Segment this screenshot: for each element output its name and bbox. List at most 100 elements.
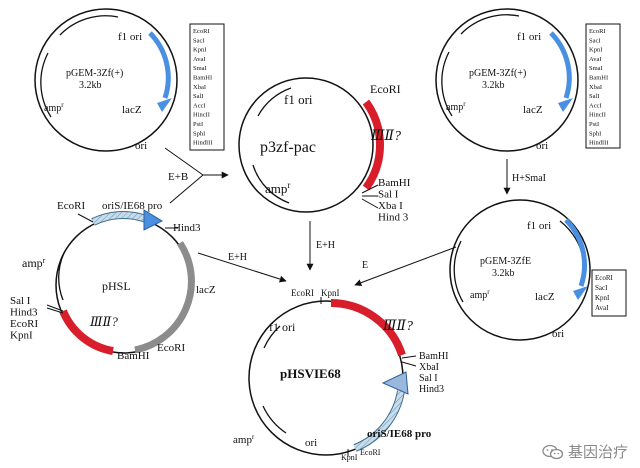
plasmid-backbone xyxy=(449,199,591,341)
insert-label: ⅢⅡ? xyxy=(89,314,118,329)
insert-arc xyxy=(362,99,384,191)
site-label: Sal I xyxy=(378,189,399,201)
ecori-top-label: EcoRI xyxy=(57,200,85,212)
oris-arrowhead xyxy=(143,209,164,231)
site-label: AccI xyxy=(589,102,602,109)
mcs-site-list: EcoRISacIKpnIAvaISmaIBamHIXbaISalIAccIHi… xyxy=(589,28,609,147)
arrow-e-h-center-label: E+H xyxy=(316,240,335,251)
ori-label: ori xyxy=(135,140,147,152)
plasmid-phsl: EcoRI oriS/IE68 pro Hind3 ampr pHSL lacZ… xyxy=(10,200,216,362)
oris-label: oriS/IE68 pro xyxy=(102,200,163,212)
amp-gene-marker xyxy=(58,252,65,301)
plasmid-name: pGEM-3Zf(+) xyxy=(469,68,526,79)
amp-label: amp xyxy=(44,103,61,114)
amp-label: amp xyxy=(470,290,487,301)
amp-label: amp xyxy=(233,434,252,446)
ecori-label: EcoRI xyxy=(370,82,401,96)
site-label: KpnI xyxy=(193,47,206,54)
mcs-box xyxy=(585,23,621,149)
amp-label: amp xyxy=(22,256,43,270)
lacz-label: lacZ xyxy=(196,284,216,296)
kpni-top-label: KpnI xyxy=(321,288,340,298)
arrow-e: E xyxy=(354,246,457,287)
amp-superscript: r xyxy=(287,180,290,190)
site-label: KpnI xyxy=(595,294,610,302)
site-label: EcoRI xyxy=(10,318,38,330)
site-label: Hind3 xyxy=(10,307,38,319)
amp-superscript: r xyxy=(61,101,64,109)
svg-text:ampr: ampr xyxy=(470,288,490,301)
plasmid-size: 3.2kb xyxy=(79,80,102,91)
oris-segment xyxy=(353,390,404,451)
site-label: Xba I xyxy=(378,200,403,212)
site-label: BamHI xyxy=(419,351,448,362)
arrow-h-smai-label: H+SmaI xyxy=(512,173,546,184)
lacz-arrowhead xyxy=(157,98,172,112)
insert-label: ⅢⅡ? xyxy=(370,129,401,144)
site-label: BamHI xyxy=(378,177,411,189)
site-label: SphI xyxy=(193,130,205,137)
svg-text:ampr: ampr xyxy=(446,100,466,113)
amp-superscript: r xyxy=(43,256,46,265)
amp-label: amp xyxy=(446,102,463,113)
plasmid-name: pGEM-3Zf(+) xyxy=(66,68,123,79)
ecori-bottom-label: EcoRI xyxy=(360,448,381,457)
oris-segment xyxy=(91,212,148,225)
site-label: AvaI xyxy=(595,304,609,312)
plasmid-p3zf-pac: f1 ori EcoRI ⅢⅡ? p3zf-pac ampr BamHISal … xyxy=(238,77,411,224)
site-label: SalI xyxy=(589,93,599,100)
amp-superscript: r xyxy=(252,433,255,441)
amp-superscript: r xyxy=(487,288,490,296)
f1-ori-label: f1 ori xyxy=(118,31,142,43)
site-label: EcoRI xyxy=(595,274,614,282)
mcs-box xyxy=(189,23,225,151)
arrow-e-b: E+B xyxy=(164,147,229,204)
f1-ori-label: f1 ori xyxy=(284,92,313,107)
insert-arc xyxy=(330,299,406,357)
plasmid-name: p3zf-pac xyxy=(260,139,316,156)
site-label: SacI xyxy=(595,284,608,292)
site-label: HincII xyxy=(589,112,606,119)
site-label: Hind3 xyxy=(419,384,444,395)
arrow-h-smai: H+SmaI xyxy=(503,159,546,195)
amp-gene-marker xyxy=(453,240,464,303)
oris-label: oriS/IE68 pro xyxy=(367,428,432,440)
site-label: XbaI xyxy=(419,362,439,373)
site-label: Sal I xyxy=(10,295,31,307)
site-label: XbaI xyxy=(589,84,602,91)
site-label: HincII xyxy=(193,112,210,119)
ori-label: ori xyxy=(305,437,317,449)
site-label: SacI xyxy=(193,37,205,44)
ori-label: ori xyxy=(536,140,548,152)
arrow-e-h-left: E+H xyxy=(197,252,287,283)
site-label: SmaI xyxy=(589,65,603,72)
svg-text:ampr: ampr xyxy=(22,256,46,270)
site-label: AccI xyxy=(193,102,206,109)
watermark-text: 基因治疗 xyxy=(567,443,628,461)
site-label: KpnI xyxy=(589,47,602,54)
mcs-box xyxy=(591,269,627,317)
ecori-bottom-label: EcoRI xyxy=(157,342,185,354)
lacz-arrowhead xyxy=(558,98,573,112)
site-label: PstI xyxy=(589,121,599,128)
f1-ori-marker xyxy=(263,325,281,349)
plasmid-name: pHSVIE68 xyxy=(280,366,341,381)
mcs-site-list: EcoRI SacI KpnI AvaI xyxy=(595,274,614,312)
site-label: Hind 3 xyxy=(378,212,409,224)
plasmid-name: pGEM-3ZfE xyxy=(480,256,531,267)
plasmid-backbone xyxy=(34,8,178,152)
plasmid-phsvie68: EcoRI KpnI f1 ori ⅢⅡ? pHSVIE68 BamHIXbaI… xyxy=(233,288,448,462)
f1-ori-label: f1 ori xyxy=(269,320,296,334)
lacz-gene-arc xyxy=(134,241,195,354)
amp-gene-marker xyxy=(40,52,52,118)
ecori-top-label: EcoRI xyxy=(291,288,314,298)
mcs-site-list: EcoRISacIKpnIAvaISmaIBamHIXbaISalIAccIHi… xyxy=(193,28,213,147)
plasmid-name: pHSL xyxy=(102,279,131,293)
site-label: XbaI xyxy=(193,84,206,91)
site-label: EcoRI xyxy=(589,28,606,35)
hind3-label: Hind3 xyxy=(173,222,201,234)
site-label: BamHI xyxy=(193,75,212,82)
